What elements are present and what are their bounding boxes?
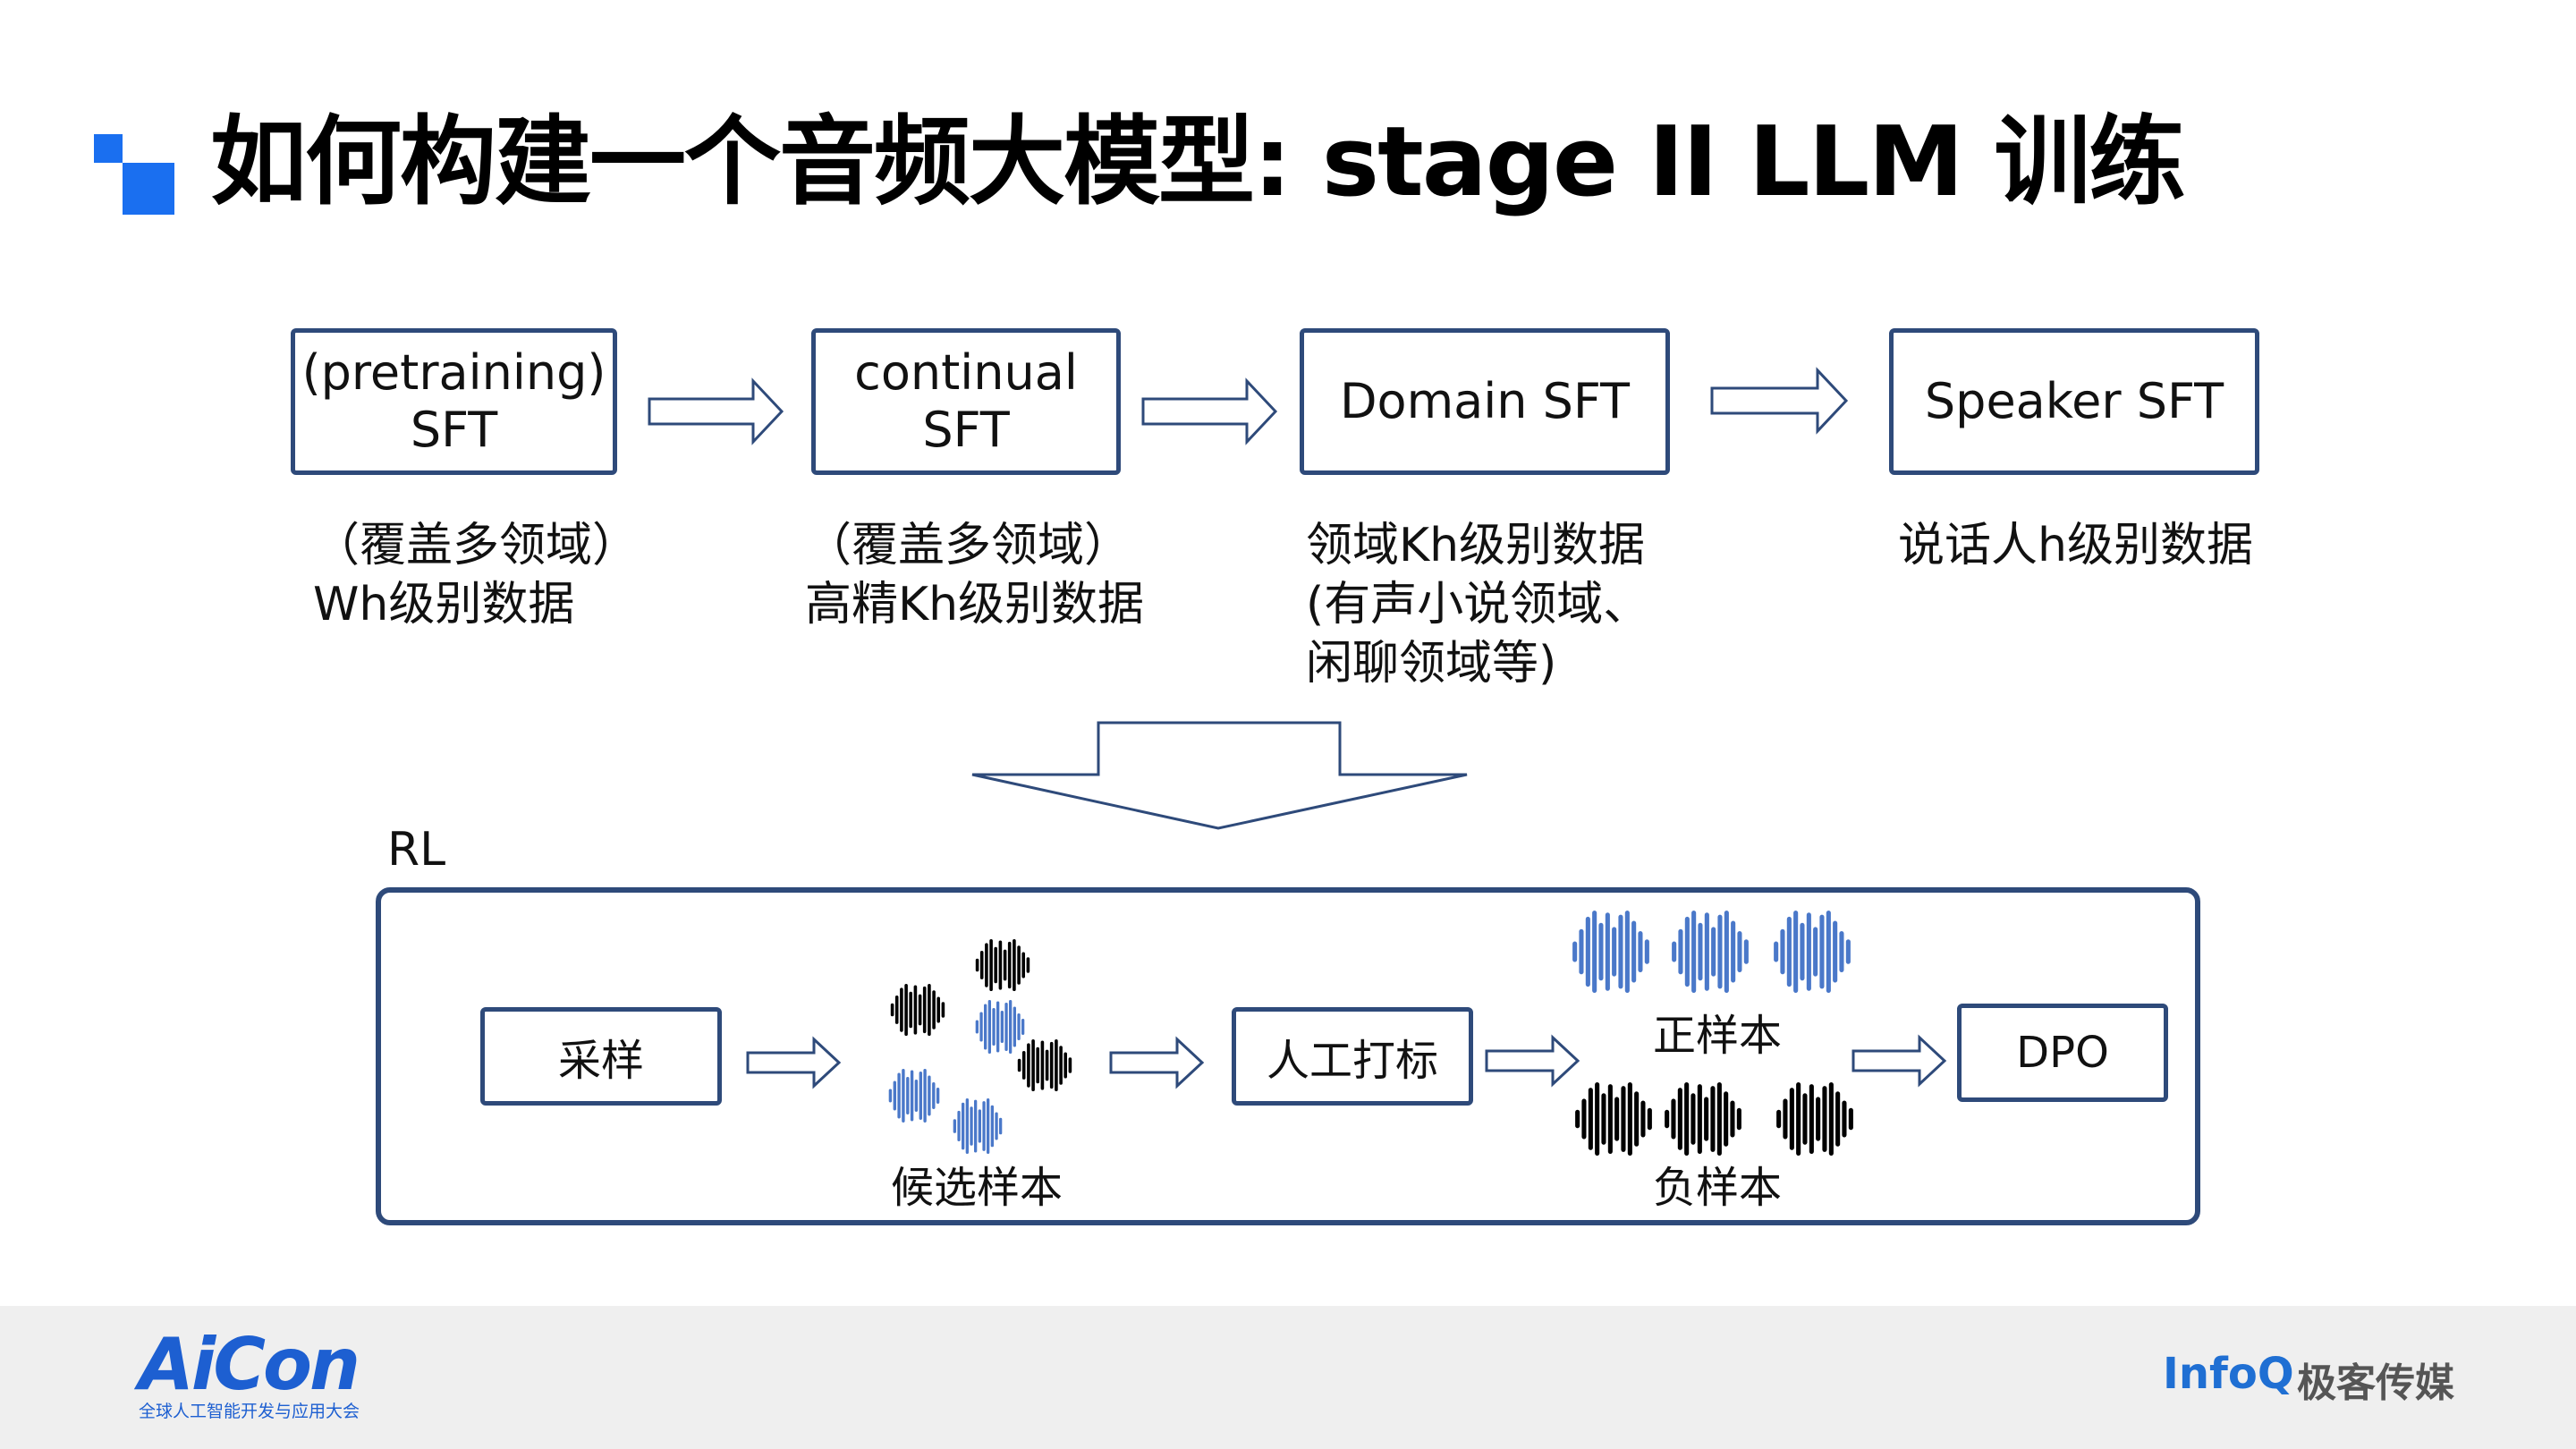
stage-speaker-label: Speaker SFT (1924, 373, 2224, 429)
aicon-subtitle: 全球人工智能开发与应用大会 (139, 1402, 360, 1421)
waveform-icon (890, 984, 945, 1036)
arrow-right-icon (1710, 367, 1849, 435)
arrow-right-icon (1141, 377, 1278, 445)
stage-domain-sft-box: Domain SFT (1300, 328, 1670, 475)
rl-frame (376, 887, 2200, 1225)
rl-sample-label: 采样 (557, 1036, 644, 1086)
waveform-icon (1672, 911, 1749, 993)
rl-dpo-box: DPO (1957, 1004, 2168, 1102)
waveform-icon (1017, 1039, 1072, 1091)
stage-continual-line1: continual (854, 344, 1078, 401)
stage-pretraining-note: （覆盖多领域） Wh级别数据 (313, 519, 640, 631)
waveform-icon (1774, 911, 1851, 993)
stage-speaker-sft-box: Speaker SFT (1889, 328, 2259, 475)
rl-dpo-label: DPO (2016, 1028, 2109, 1078)
stage-domain-label: Domain SFT (1339, 373, 1631, 429)
candidates-label: 候选样本 (891, 1163, 1063, 1213)
stage-pretraining-line1: (pretraining) (301, 344, 606, 401)
rl-annotate-box: 人工打标 (1232, 1007, 1473, 1106)
rl-annotate-label: 人工打标 (1266, 1036, 1438, 1086)
waveform-icon (888, 1069, 940, 1123)
stage-continual-sft-box: continual SFT (811, 328, 1121, 475)
infoq-logo: InfoQ (2163, 1349, 2294, 1399)
footer-bar (0, 1306, 2576, 1449)
rl-label: RL (387, 823, 446, 877)
aicon-logo: AiCon (139, 1323, 360, 1406)
rl-sample-box: 采样 (480, 1007, 722, 1106)
stage-speaker-note: 说话人h级别数据 (1898, 519, 2253, 572)
waveform-icon (975, 939, 1030, 991)
waveform-icon (975, 1000, 1025, 1054)
stage-pretraining-sft-box: (pretraining) SFT (291, 328, 617, 475)
arrow-down-icon (971, 721, 1468, 830)
waveform-icon (1575, 1082, 1652, 1156)
arrow-right-icon (648, 377, 784, 445)
arrow-right-icon (1852, 1034, 1947, 1088)
stage-continual-line2: SFT (922, 402, 1010, 458)
title-accent-icon (94, 134, 174, 215)
arrow-right-icon (1485, 1034, 1580, 1088)
waveform-icon (1776, 1082, 1853, 1156)
stage-pretraining-line2: SFT (410, 402, 498, 458)
waveform-icon (953, 1098, 1003, 1154)
stage-continual-note: （覆盖多领域） 高精Kh级别数据 (805, 519, 1145, 631)
arrow-right-icon (746, 1036, 842, 1089)
negative-samples-label: 负样本 (1653, 1163, 1783, 1213)
positive-samples-label: 正样本 (1653, 1011, 1783, 1061)
page-title: 如何构建一个音频大模型: stage II LLM 训练 (210, 106, 2185, 218)
waveform-icon (1572, 911, 1649, 993)
waveform-icon (1665, 1082, 1741, 1156)
stage-domain-note: 领域Kh级别数据 (有声小说领域、 闲聊领域等) (1306, 519, 1650, 691)
arrow-right-icon (1109, 1036, 1205, 1089)
infoq-subtitle: 极客传媒 (2297, 1360, 2454, 1406)
